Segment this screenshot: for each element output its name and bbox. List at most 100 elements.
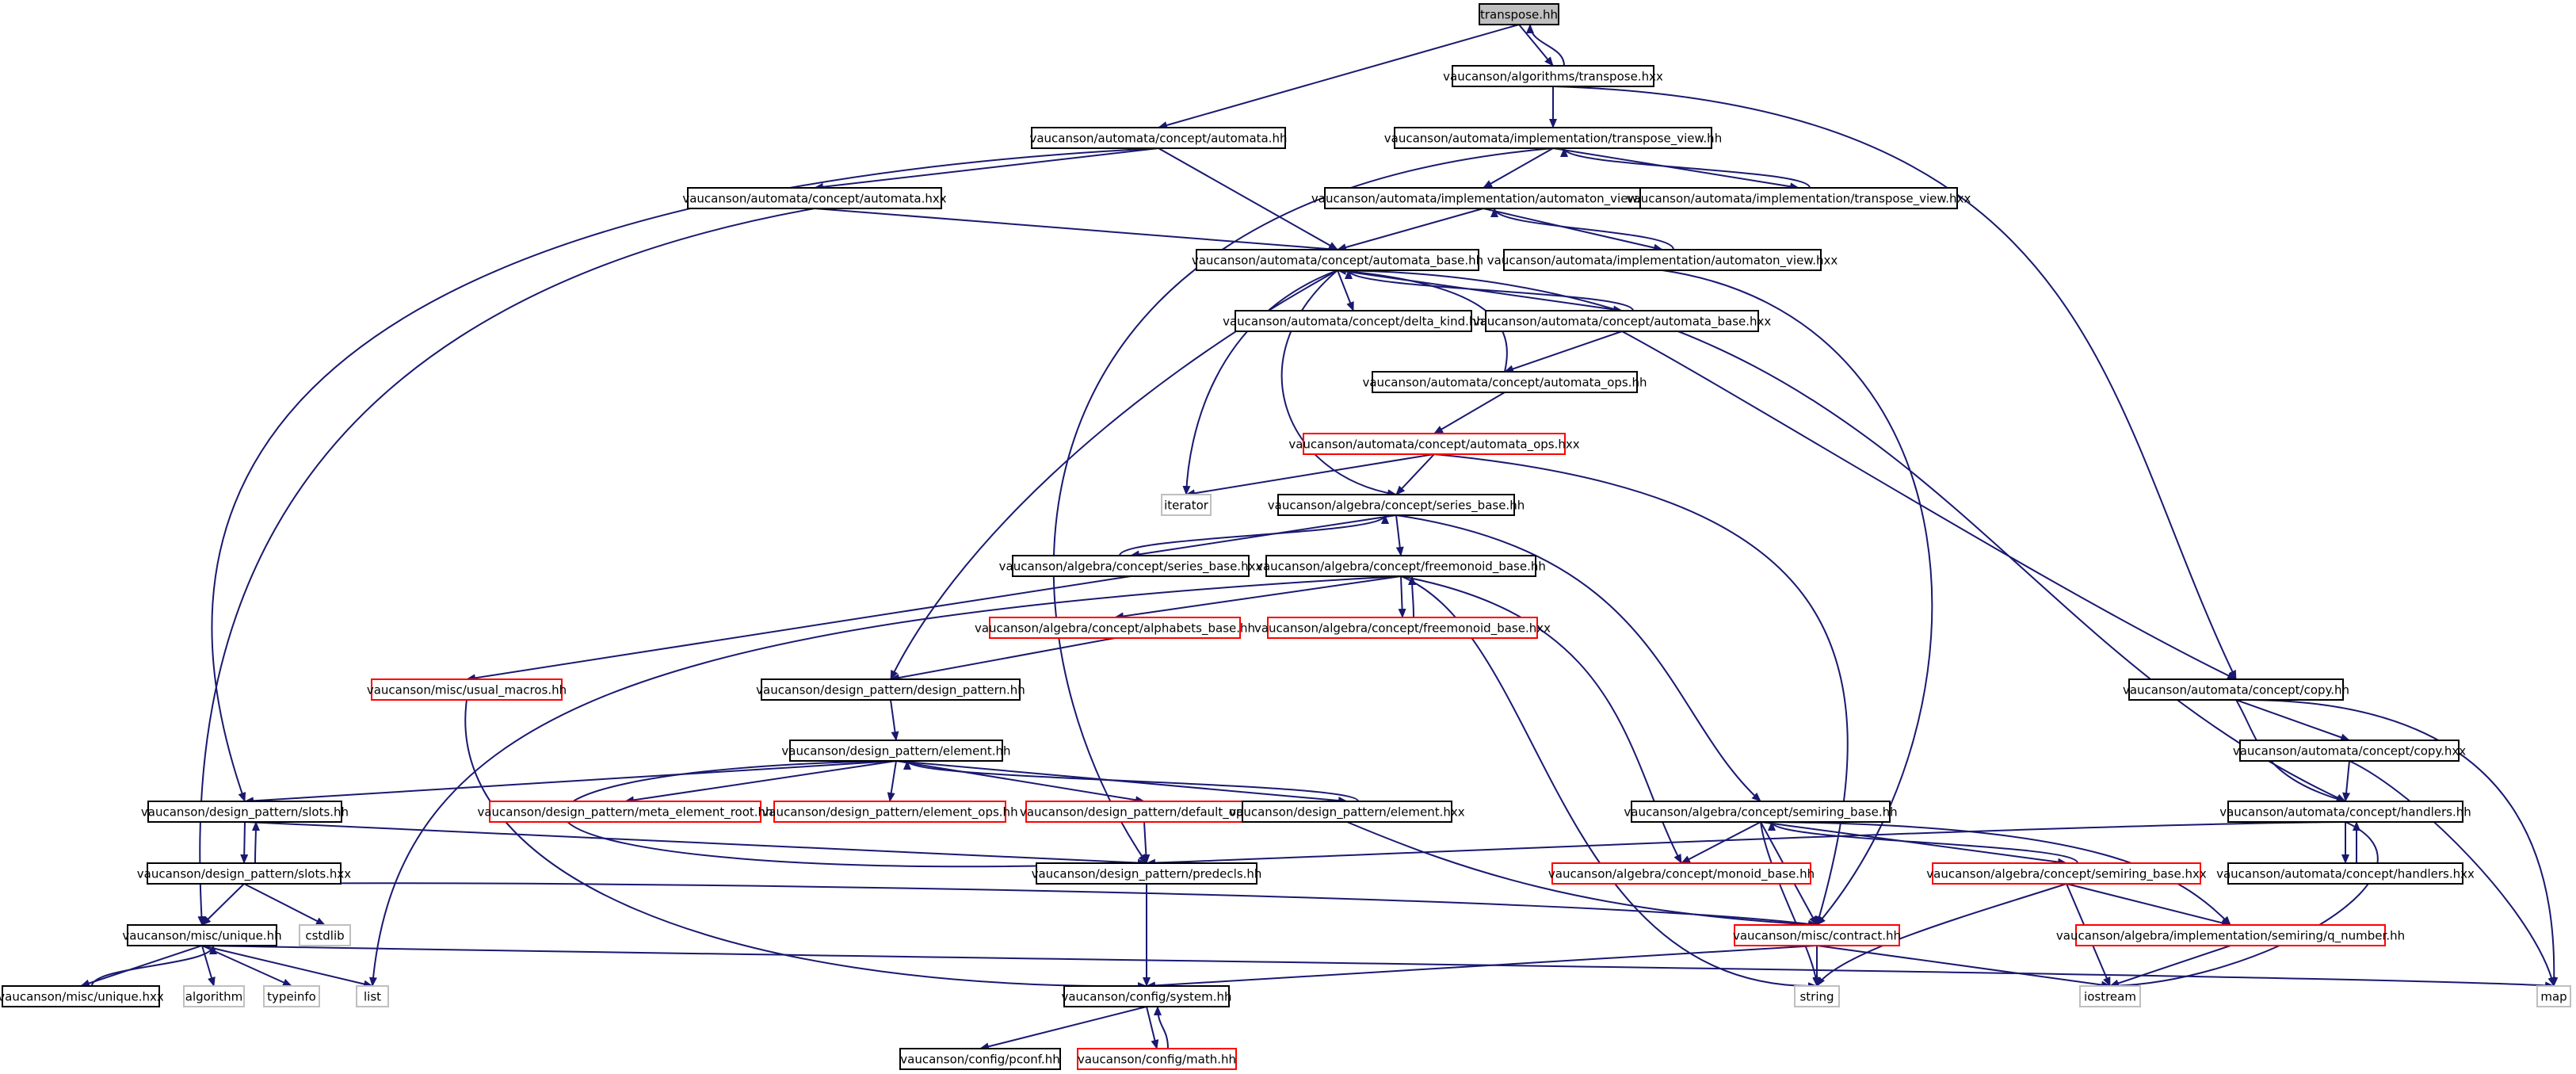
node-automata-hh[interactable]: vaucanson/automata/concept/automata.hh (1029, 127, 1288, 149)
node-element-hxx[interactable]: vaucanson/design_pattern/element.hxx (1229, 801, 1465, 823)
node-box[interactable] (2075, 924, 2386, 946)
node-meta-element-root-hh[interactable]: vaucanson/design_pattern/meta_element_ro… (477, 801, 773, 823)
node-copy-hxx[interactable]: vaucanson/automata/concept/copy.hxx (2233, 740, 2466, 762)
node-element-hh[interactable]: vaucanson/design_pattern/element.hh (781, 740, 1011, 762)
node-box[interactable] (1077, 1048, 1237, 1070)
node-element-ops-hh[interactable]: vaucanson/design_pattern/element_ops.hh (761, 801, 1018, 823)
node-handlers-hh[interactable]: vaucanson/automata/concept/handlers.hh (2219, 801, 2471, 823)
node-box[interactable] (1452, 65, 1654, 87)
node-automata-hxx[interactable]: vaucanson/automata/concept/automata.hxx (682, 187, 947, 209)
node-unique-hxx[interactable]: vaucanson/misc/unique.hxx (0, 985, 164, 1007)
node-delta-kind-hh[interactable]: vaucanson/automata/concept/delta_kind.hh (1223, 310, 1484, 332)
node-box[interactable] (789, 740, 1003, 762)
node-string[interactable]: string (1794, 985, 1840, 1007)
node-box[interactable] (1012, 555, 1250, 577)
node-box[interactable] (371, 678, 563, 701)
node-design-pattern-hh[interactable]: vaucanson/design_pattern/design_pattern.… (756, 678, 1025, 701)
node-box[interactable] (2536, 985, 2571, 1007)
node-box[interactable] (147, 862, 342, 885)
node-automata-base-hxx[interactable]: vaucanson/automata/concept/automata_base… (1473, 310, 1772, 332)
node-usual-macros-hh[interactable]: vaucanson/misc/usual_macros.hh (367, 678, 567, 701)
node-box[interactable] (2239, 740, 2460, 762)
node-box[interactable] (1063, 985, 1230, 1007)
node-map[interactable]: map (2536, 985, 2571, 1007)
node-box[interactable] (1479, 3, 1559, 25)
node-freemonoid-base-hxx[interactable]: vaucanson/algebra/concept/freemonoid_bas… (1254, 617, 1551, 639)
node-series-base-hh[interactable]: vaucanson/algebra/concept/series_base.hh (1268, 494, 1525, 516)
node-box[interactable] (1734, 924, 1900, 946)
node-list[interactable]: list (356, 985, 389, 1007)
node-box[interactable] (773, 801, 1006, 823)
node-cstdlib[interactable]: cstdlib (299, 924, 351, 946)
node-box[interactable] (183, 985, 245, 1007)
node-iterator[interactable]: iterator (1161, 494, 1212, 516)
node-automaton-view-hh[interactable]: vaucanson/automata/implementation/automa… (1311, 187, 1655, 209)
node-box[interactable] (1277, 494, 1515, 516)
node-system-hh[interactable]: vaucanson/config/system.hh (1061, 985, 1232, 1007)
node-box[interactable] (1161, 494, 1212, 516)
node-box[interactable] (263, 985, 320, 1007)
node-pconf-hh[interactable]: vaucanson/config/pconf.hh (899, 1048, 1061, 1070)
node-box[interactable] (899, 1048, 1061, 1070)
node-box[interactable] (1031, 127, 1286, 149)
node-box[interactable] (2079, 985, 2141, 1007)
node-box[interactable] (299, 924, 351, 946)
node-box[interactable] (1551, 862, 1811, 885)
node-series-base-hxx[interactable]: vaucanson/algebra/concept/series_base.hx… (999, 555, 1263, 577)
node-iostream[interactable]: iostream (2079, 985, 2141, 1007)
node-box[interactable] (356, 985, 389, 1007)
node-handlers-hxx[interactable]: vaucanson/automata/concept/handlers.hxx (2216, 862, 2475, 885)
node-box[interactable] (2, 985, 160, 1007)
node-freemonoid-base-hh[interactable]: vaucanson/algebra/concept/freemonoid_bas… (1256, 555, 1546, 577)
node-automaton-view-hxx[interactable]: vaucanson/automata/implementation/automa… (1487, 249, 1838, 271)
node-box[interactable] (147, 801, 342, 823)
node-box[interactable] (1196, 249, 1479, 271)
node-monoid-base-hh[interactable]: vaucanson/algebra/concept/monoid_base.hh (1548, 862, 1815, 885)
node-box[interactable] (687, 187, 942, 209)
node-box[interactable] (1639, 187, 1958, 209)
node-box[interactable] (1265, 555, 1536, 577)
node-automata-base-hh[interactable]: vaucanson/automata/concept/automata_base… (1192, 249, 1483, 271)
node-slots-hh[interactable]: vaucanson/design_pattern/slots.hh (141, 801, 349, 823)
node-box[interactable] (1324, 187, 1643, 209)
node-box[interactable] (1235, 310, 1472, 332)
node-box[interactable] (1303, 433, 1566, 455)
node-transpose-hh[interactable]: transpose.hh (1479, 3, 1559, 25)
node-copy-hh[interactable]: vaucanson/automata/concept/copy.hh (2123, 678, 2349, 701)
node-box[interactable] (127, 924, 277, 946)
node-semiring-base-hxx[interactable]: vaucanson/algebra/concept/semiring_base.… (1926, 862, 2207, 885)
edge-series_base_hh-to-series_base_hxx (1130, 514, 1397, 559)
node-q-number-hh[interactable]: vaucanson/algebra/implementation/semirin… (2056, 924, 2405, 946)
node-box[interactable] (1394, 127, 1712, 149)
node-box[interactable] (1932, 862, 2201, 885)
node-unique-hh[interactable]: vaucanson/misc/unique.hh (122, 924, 282, 946)
node-automata-ops-hh[interactable]: vaucanson/automata/concept/automata_ops.… (1362, 371, 1647, 393)
node-box[interactable] (1631, 801, 1891, 823)
node-box[interactable] (761, 678, 1021, 701)
node-semiring-base-hh[interactable]: vaucanson/algebra/concept/semiring_base.… (1624, 801, 1898, 823)
node-box[interactable] (1372, 371, 1638, 393)
node-transpose-view-hh[interactable]: vaucanson/automata/implementation/transp… (1384, 127, 1722, 149)
node-slots-hxx[interactable]: vaucanson/design_pattern/slots.hxx (137, 862, 352, 885)
node-box[interactable] (1503, 249, 1822, 271)
node-algorithm[interactable]: algorithm (183, 985, 245, 1007)
node-contract-hh[interactable]: vaucanson/misc/contract.hh (1733, 924, 1901, 946)
edge-automata_hxx-to-automata_base_hh (814, 208, 1338, 254)
node-alg-transpose-hxx[interactable]: vaucanson/algorithms/transpose.hxx (1443, 65, 1663, 87)
node-box[interactable] (2128, 678, 2344, 701)
node-box[interactable] (1485, 310, 1759, 332)
node-box[interactable] (989, 617, 1241, 639)
node-typeinfo[interactable]: typeinfo (263, 985, 320, 1007)
node-box[interactable] (489, 801, 761, 823)
node-box[interactable] (2227, 801, 2463, 823)
node-box[interactable] (1267, 617, 1538, 639)
node-box[interactable] (1794, 985, 1840, 1007)
node-alphabets-base-hh[interactable]: vaucanson/algebra/concept/alphabets_base… (975, 617, 1255, 639)
node-box[interactable] (1036, 862, 1257, 885)
node-math-hh[interactable]: vaucanson/config/math.hh (1077, 1048, 1237, 1070)
node-automata-ops-hxx[interactable]: vaucanson/automata/concept/automata_ops.… (1288, 433, 1580, 455)
node-box[interactable] (1242, 801, 1452, 823)
node-predecls-hh[interactable]: vaucanson/design_pattern/predecls.hh (1032, 862, 1262, 885)
node-box[interactable] (2227, 862, 2463, 885)
node-transpose-view-hxx[interactable]: vaucanson/automata/implementation/transp… (1627, 187, 1971, 209)
